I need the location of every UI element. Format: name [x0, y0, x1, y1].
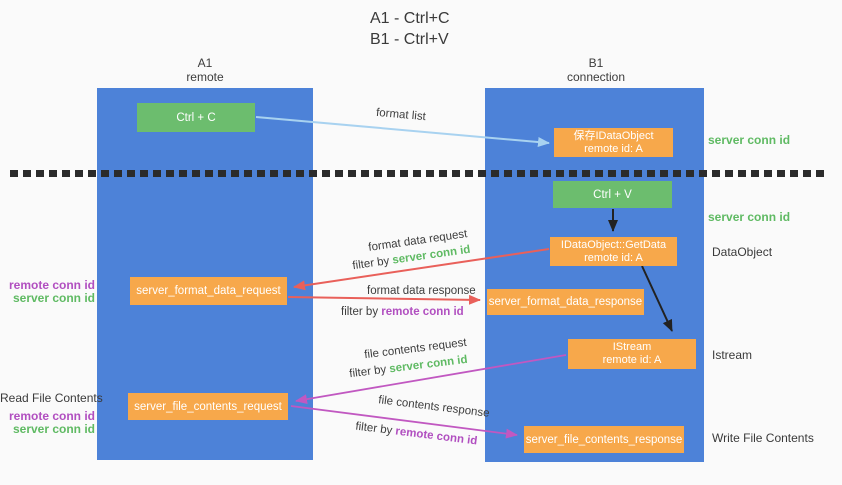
remote-conn-id-key: remote conn id [381, 306, 464, 318]
ctrl-v-label: Ctrl + V [593, 188, 632, 201]
server-file-contents-request-node: server_file_contents_request [128, 393, 288, 420]
title-line-ctrl-c: A1 - Ctrl+C [370, 10, 450, 27]
getdata-line2: remote id: A [584, 251, 643, 264]
server-conn-id-annotation-2: server conn id [12, 422, 95, 436]
lifeline-header-a1: A1 remote [155, 56, 255, 84]
read-file-contents-annotation: Read File Contents [0, 391, 103, 405]
server-conn-id-annotation-mid: server conn id [708, 210, 791, 224]
server-format-data-response-label: server_format_data_response [488, 296, 643, 308]
ctrl-v-node: Ctrl + V [553, 181, 672, 208]
lifeline-header-b1: B1 connection [546, 56, 646, 84]
ctrl-c-node: Ctrl + C [137, 103, 255, 132]
remote-conn-id-annotation-2: remote conn id [8, 409, 95, 423]
getdata-line1: IDataObject::GetData [560, 238, 667, 251]
server-file-contents-response-label: server_file_contents_response [525, 433, 683, 446]
format-list-label: format list [375, 106, 427, 124]
ctrl-c-label: Ctrl + C [176, 111, 216, 124]
server-conn-id-annotation-top: server conn id [708, 133, 791, 147]
format-data-response-filter-label: filter by remote conn id [341, 306, 464, 318]
server-format-data-response-node: server_format_data_response [487, 289, 644, 315]
remote-conn-id-annotation-1: remote conn id [8, 278, 95, 292]
copy-paste-divider-line [10, 170, 825, 177]
filter-by-text: filter by [351, 254, 394, 273]
save-idataobject-line1: 保存IDataObject [573, 129, 654, 142]
server-conn-id-key: server conn id [388, 353, 469, 376]
format-data-response-label: format data response [367, 285, 476, 297]
server-file-contents-request-label: server_file_contents_request [134, 400, 282, 413]
filter-by-text: filter by [341, 306, 382, 318]
server-file-contents-response-node: server_file_contents_response [524, 426, 684, 453]
lifeline-a1-role: remote [186, 70, 224, 84]
title-line-ctrl-v: B1 - Ctrl+V [370, 31, 449, 48]
lifeline-b1-role: connection [566, 70, 626, 84]
remote-conn-id-key: remote conn id [394, 425, 478, 448]
file-contents-response-label: file contents response [377, 394, 491, 420]
save-idataobject-line2: remote id: A [584, 142, 643, 155]
istream-line2: remote id: A [602, 354, 662, 366]
write-file-contents-annotation: Write File Contents [712, 431, 814, 445]
lifeline-a1-name: A1 [197, 56, 213, 70]
format-data-response-arrow [287, 294, 481, 305]
filter-by-text: filter by [354, 420, 397, 438]
idataobject-getdata-node: IDataObject::GetData remote id: A [550, 237, 677, 266]
file-contents-response-filter-label: filter by remote conn id [355, 421, 478, 448]
server-format-data-request-node: server_format_data_request [130, 277, 287, 305]
filter-by-text: filter by [348, 363, 391, 381]
server-format-data-request-label: server_format_data_request [136, 285, 281, 297]
istream-line1: IStream [612, 341, 652, 353]
istream-node: IStream remote id: A [568, 339, 696, 369]
diagram-title: A1 - Ctrl+C B1 - Ctrl+V [370, 8, 450, 50]
lifeline-b1-name: B1 [588, 56, 604, 70]
dataobject-annotation: DataObject [712, 245, 773, 259]
save-idataobject-node: 保存IDataObject remote id: A [554, 128, 673, 157]
istream-annotation: Istream [712, 348, 753, 362]
server-conn-id-annotation-1: server conn id [12, 291, 95, 305]
